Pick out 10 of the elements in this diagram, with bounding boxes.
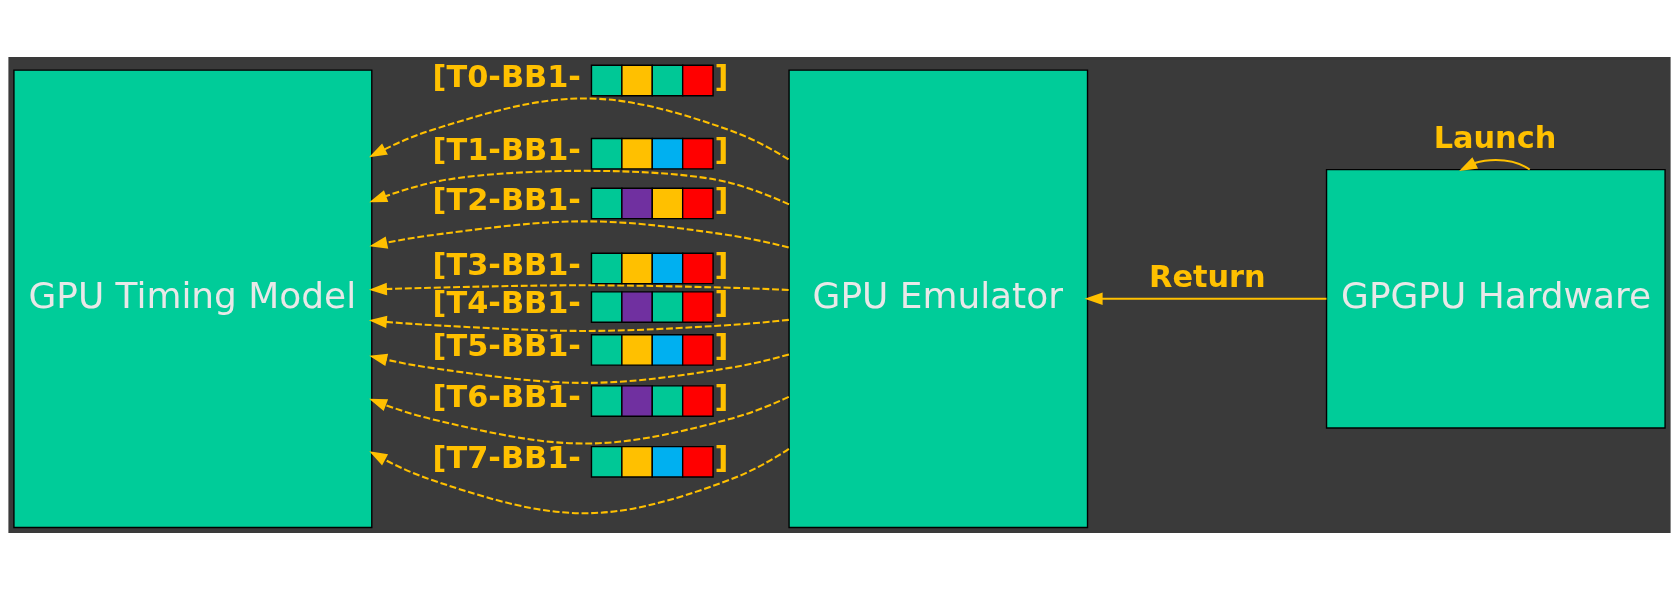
edge-label: [T5-BB1- ] bbox=[432, 327, 729, 363]
edge-label: [T3-BB1- ] bbox=[432, 246, 729, 282]
edge-label: [T7-BB1- ] bbox=[432, 439, 729, 475]
edge-label: [T6-BB1- ] bbox=[432, 378, 729, 414]
edge-label: Return bbox=[1149, 258, 1266, 294]
edge-label: [T4-BB1- ] bbox=[432, 284, 729, 320]
edge-label: Launch bbox=[1433, 119, 1557, 155]
edge-label: [T0-BB1- ] bbox=[432, 58, 729, 94]
edge-label: [T2-BB1- ] bbox=[432, 181, 729, 217]
edge-label: [T1-BB1- ] bbox=[432, 131, 729, 167]
